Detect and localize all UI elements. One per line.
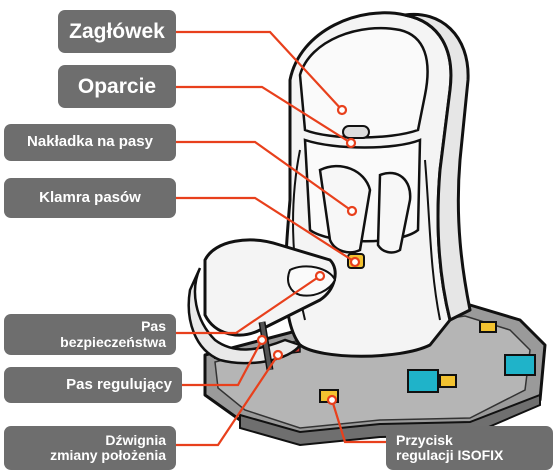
label-recline-lever: Dźwignia zmiany położenia xyxy=(4,426,176,470)
label-buckle: Klamra pasów xyxy=(4,178,176,218)
label-shoulder-pad: Nakładka na pasy xyxy=(4,124,176,161)
label-seat-belt: Pas bezpieczeństwa xyxy=(4,314,176,355)
label-headrest: Zagłówek xyxy=(58,10,176,53)
label-adjust-strap: Pas regulujący xyxy=(4,367,182,403)
label-backrest: Oparcie xyxy=(58,65,176,108)
label-isofix-button: Przycisk regulacji ISOFIX xyxy=(386,426,553,470)
